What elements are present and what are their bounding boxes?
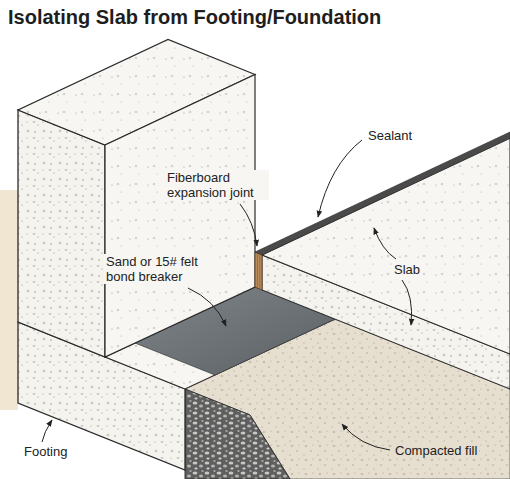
leader-line	[240, 204, 257, 246]
part-label: Footing	[22, 444, 69, 459]
part-label: Slab	[392, 262, 422, 277]
slab-top	[262, 138, 510, 354]
leader-line	[342, 424, 390, 450]
sealant-bead	[255, 132, 510, 255]
wall-section	[18, 110, 105, 357]
leader-line	[374, 228, 396, 259]
leader-line	[188, 288, 226, 326]
part-label: Compacted fill	[393, 443, 479, 458]
fiberboard-joint	[255, 252, 262, 290]
fiberboard-grain	[259, 255, 260, 288]
ground-tint	[0, 190, 18, 410]
wall-face	[105, 75, 255, 358]
part-label: Fiberboard expansion joint	[165, 170, 269, 200]
part-label: Sand or 15# felt bond breaker	[104, 254, 214, 284]
diagram-title: Isolating Slab from Footing/Foundation	[8, 5, 381, 29]
gravel-section	[185, 389, 290, 479]
leader-line	[318, 140, 362, 217]
leader-line	[402, 280, 412, 325]
leader-line	[42, 420, 52, 442]
fiberboard-grain	[257, 254, 258, 287]
part-label: Sealant	[366, 128, 414, 143]
